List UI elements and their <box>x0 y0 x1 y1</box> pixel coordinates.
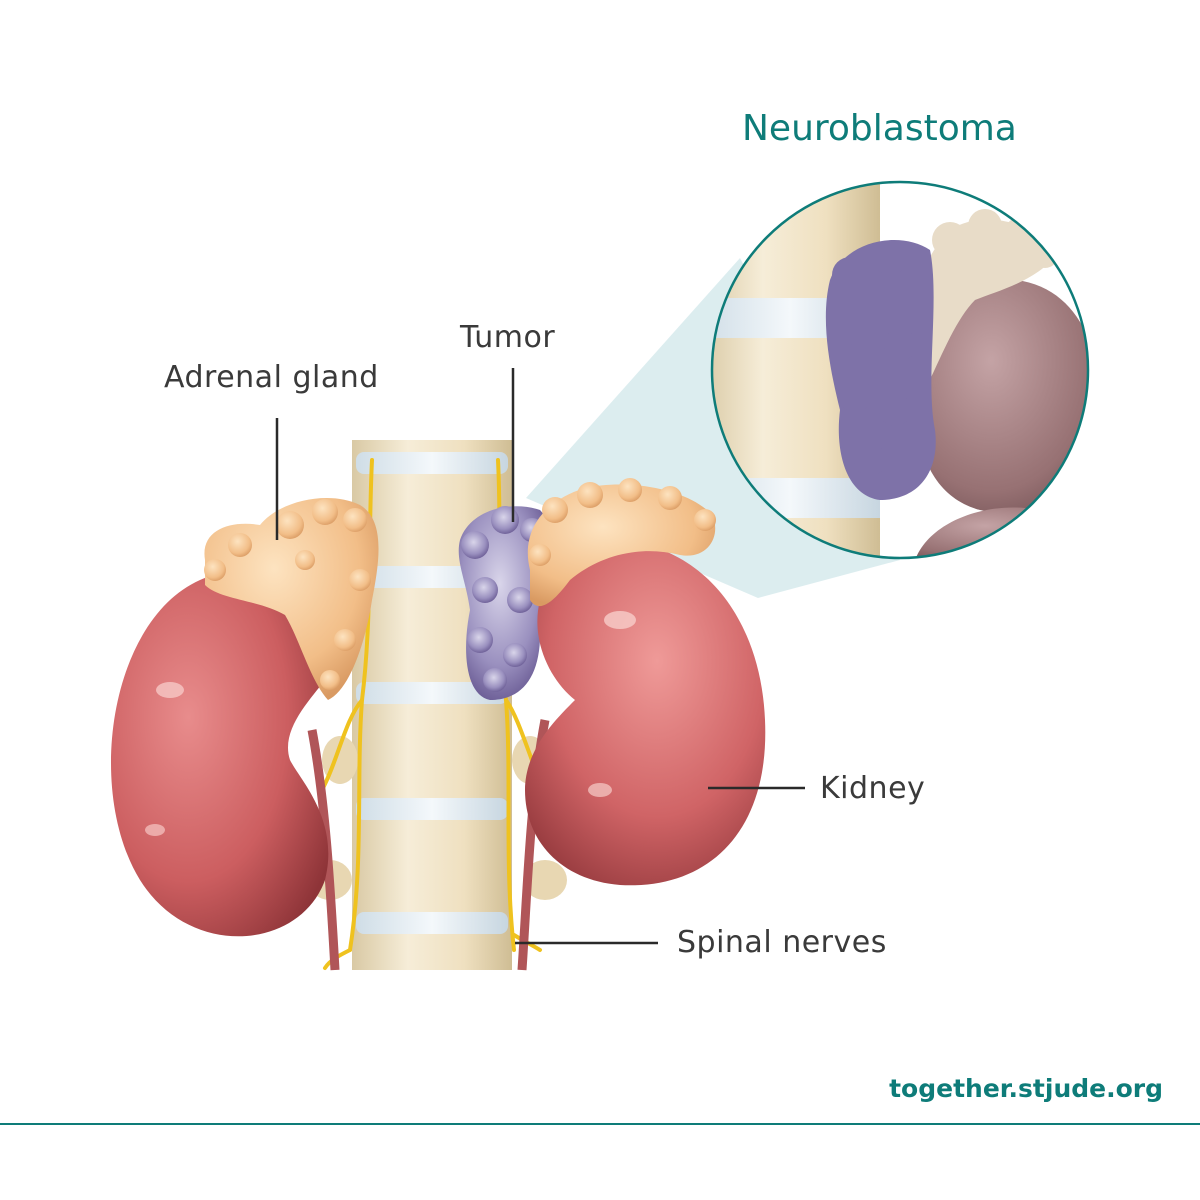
left-kidney <box>110 570 332 937</box>
tumor <box>458 506 551 700</box>
label-kidney: Kidney <box>820 771 926 806</box>
label-spinal-nerves: Spinal nerves <box>677 925 887 960</box>
label-tumor: Tumor <box>460 320 556 355</box>
footer-divider <box>0 1123 1200 1125</box>
footer-url[interactable]: together.stjude.org <box>889 1074 1163 1103</box>
right-kidney <box>525 540 766 886</box>
leader-lines <box>275 368 805 945</box>
left-adrenal-gland <box>204 497 379 700</box>
diagram-title: Neuroblastoma <box>742 108 1017 149</box>
label-adrenal-gland: Adrenal gland <box>164 360 379 395</box>
right-adrenal-gland <box>527 478 716 607</box>
